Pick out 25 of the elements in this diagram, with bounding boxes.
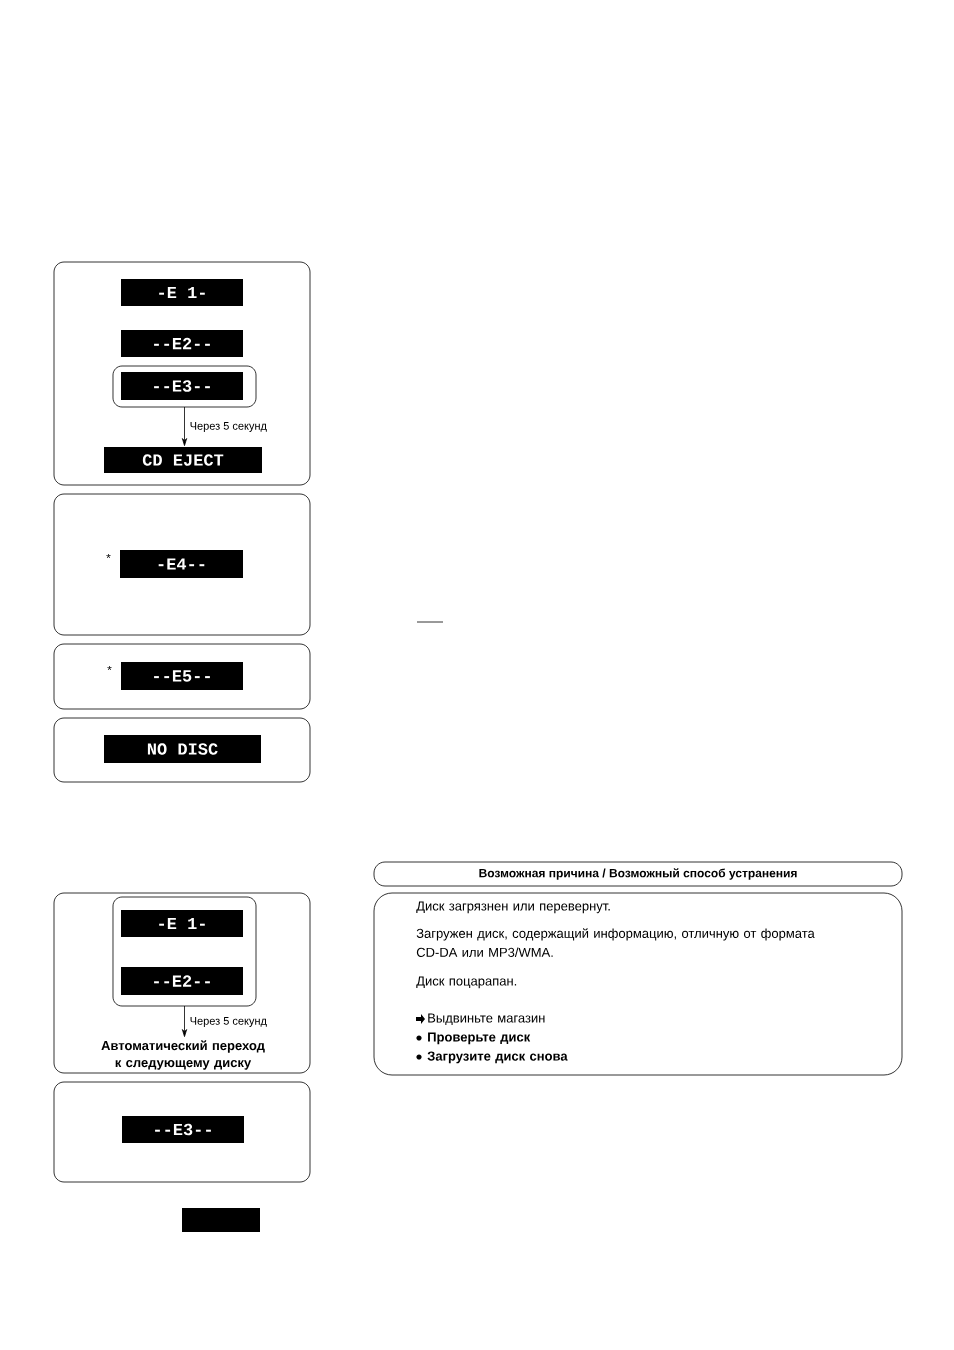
lcd-display: --E3-- bbox=[121, 372, 243, 400]
edge-label: Через 5 секунд bbox=[190, 422, 267, 432]
list-text: Загрузите диск снова bbox=[427, 1051, 568, 1064]
list-text: Выдвиньте магазин bbox=[428, 1013, 545, 1026]
lcd-display: --E3-- bbox=[122, 1116, 244, 1143]
arrow bbox=[181, 406, 188, 446]
header-band: Возможная причина / Возможный способ устранения bbox=[373, 861, 903, 887]
lcd-display: CD EJECT bbox=[104, 447, 262, 473]
asterisk: * bbox=[106, 553, 111, 559]
lcd-display: --E2-- bbox=[121, 330, 243, 357]
list-text: Проверьте диск bbox=[428, 1032, 531, 1045]
lcd-display: --E2-- bbox=[121, 967, 243, 995]
list-text: Диск загрязнен или перевернут. bbox=[416, 901, 610, 914]
text-box bbox=[373, 892, 903, 1076]
lcd-display: -E4-- bbox=[120, 550, 243, 578]
lcd-display: -E 1- bbox=[121, 279, 243, 306]
list-text: Диск поцарапан. bbox=[416, 976, 517, 989]
result-text: Автоматический переход к следующему диску bbox=[101, 1040, 265, 1070]
arrow bbox=[181, 1005, 188, 1037]
list-text: Загружен диск, содержащий информацию, отличную от формата CD-DA или MP3/WMA. bbox=[416, 928, 815, 957]
lcd-display: -E 1- bbox=[121, 910, 243, 937]
lcd-display: NO DISC bbox=[104, 735, 261, 763]
edge-label: Через 5 секунд bbox=[190, 1017, 267, 1027]
lcd-display: --E5-- bbox=[121, 662, 243, 690]
asterisk: * bbox=[107, 665, 112, 671]
